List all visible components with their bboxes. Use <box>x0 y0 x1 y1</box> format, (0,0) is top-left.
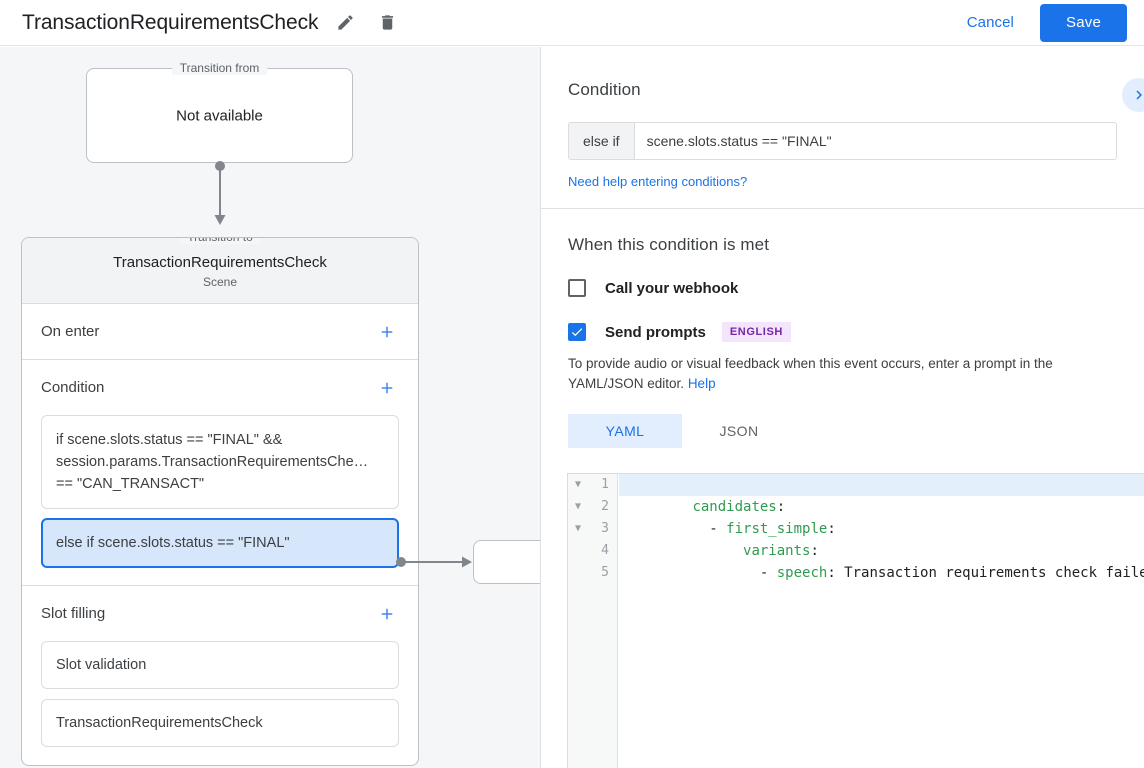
section-divider <box>541 208 1144 209</box>
pencil-icon[interactable] <box>330 8 360 38</box>
page-title: TransactionRequirementsCheck <box>22 10 319 34</box>
slot-filling-list: Slot validation TransactionRequirementsC… <box>41 641 399 765</box>
condition-connector-arrow-icon <box>462 556 472 568</box>
line-number: 4 <box>601 543 609 558</box>
fold-arrow-icon[interactable]: ▼ <box>575 501 582 512</box>
section-on-enter-label: On enter <box>41 323 100 340</box>
flow-canvas[interactable]: Transition from Not available Transition… <box>0 47 540 768</box>
code-colon: : <box>776 499 786 515</box>
condition-connector-line <box>404 561 462 563</box>
scene-card-header: TransactionRequirementsCheck Scene <box>22 238 418 304</box>
yaml-editor[interactable]: ▼ 1 ▼ 2 ▼ 3 4 5 candidates: - f <box>567 473 1144 768</box>
panel-divider-vertical <box>540 47 541 768</box>
code-line[interactable]: variants: <box>619 518 1144 559</box>
checkmark-icon <box>571 328 583 337</box>
code-indent <box>692 543 743 559</box>
line-number: 5 <box>601 565 609 580</box>
fold-arrow-icon[interactable]: ▼ <box>575 523 582 534</box>
code-value: Transaction requirements check failed <box>844 565 1144 581</box>
webhook-row[interactable]: Call your webhook <box>568 279 1117 297</box>
tab-yaml[interactable]: YAML <box>568 414 682 448</box>
editor-format-tabs: YAML JSON <box>568 414 1117 448</box>
condition-section: Condition else if scene.slots.status == … <box>541 47 1144 191</box>
condition-expression-input[interactable]: scene.slots.status == "FINAL" <box>646 133 832 149</box>
scene-subtitle: Scene <box>202 275 238 289</box>
code-dash: - <box>709 521 727 537</box>
editor-code-area[interactable]: candidates: - first_simple: variants: - … <box>619 474 1144 768</box>
section-on-enter-row: On enter <box>41 304 399 359</box>
send-prompts-help-link[interactable]: Help <box>687 376 716 391</box>
slot-list-item[interactable]: TransactionRequirementsCheck <box>41 699 399 747</box>
add-on-enter-icon[interactable] <box>375 320 399 344</box>
send-prompts-checkbox[interactable] <box>568 323 586 341</box>
section-slot-filling-label: Slot filling <box>41 605 106 622</box>
section-condition-row: Condition <box>41 360 399 415</box>
app-header: TransactionRequirementsCheck Cancel Save <box>0 0 1144 46</box>
gutter-line[interactable]: 5 <box>568 562 617 584</box>
send-prompts-row[interactable]: Send prompts ENGLISH <box>568 322 1117 342</box>
add-condition-icon[interactable] <box>375 376 399 400</box>
send-prompts-description-text: To provide audio or visual feedback when… <box>568 356 1053 391</box>
code-key: variants <box>743 543 811 559</box>
target-node-stub[interactable] <box>473 540 540 584</box>
line-number: 2 <box>601 499 609 514</box>
gutter-line[interactable]: ▼ 3 <box>568 518 617 540</box>
section-slot-filling: Slot filling Slot validation Transaction… <box>22 586 418 765</box>
call-webhook-label: Call your webhook <box>605 279 739 297</box>
code-colon: : <box>827 565 845 581</box>
chevron-right-icon[interactable] <box>1122 78 1144 112</box>
save-button[interactable]: Save <box>1040 3 1127 42</box>
send-prompts-description: To provide audio or visual feedback when… <box>568 354 1117 394</box>
send-prompts-label: Send prompts <box>605 323 706 341</box>
transition-from-box[interactable]: Transition from Not available <box>86 61 353 163</box>
code-colon: : <box>827 521 836 537</box>
code-colon: : <box>810 543 819 559</box>
code-key: candidates <box>692 499 777 515</box>
transition-from-text: Not available <box>176 107 263 124</box>
condition-input-group[interactable]: else if scene.slots.status == "FINAL" <box>568 122 1117 160</box>
transition-from-legend: Transition from <box>171 61 268 75</box>
connector-arrow-icon <box>214 215 226 225</box>
code-indent <box>692 565 759 581</box>
trash-icon[interactable] <box>372 8 402 38</box>
code-line[interactable]: - first_simple: <box>619 496 1144 537</box>
condition-list-item-selected[interactable]: else if scene.slots.status == "FINAL" <box>41 518 399 568</box>
transition-to-card[interactable]: Transition to TransactionRequirementsChe… <box>21 237 419 766</box>
code-indent <box>692 521 709 537</box>
code-line[interactable]: candidates: <box>619 474 1144 515</box>
code-key: first_simple <box>726 521 828 537</box>
section-slot-filling-row: Slot filling <box>41 586 399 641</box>
section-condition: Condition if scene.slots.status == "FINA… <box>22 360 418 586</box>
condition-help-link[interactable]: Need help entering conditions? <box>568 174 748 189</box>
gutter-line[interactable]: 4 <box>568 540 617 562</box>
add-slot-filling-icon[interactable] <box>375 602 399 626</box>
when-condition-met-heading: When this condition is met <box>568 235 770 254</box>
code-dash: - <box>759 565 777 581</box>
connector-line <box>219 166 221 220</box>
condition-connector-dot <box>396 557 406 567</box>
fold-arrow-icon[interactable]: ▼ <box>575 479 582 490</box>
condition-heading: Condition <box>568 80 641 99</box>
language-badge: ENGLISH <box>721 322 791 342</box>
call-webhook-checkbox[interactable] <box>568 279 586 297</box>
scene-title: TransactionRequirementsCheck <box>113 254 327 271</box>
line-number: 1 <box>601 477 609 492</box>
condition-operator-prefix: else if <box>569 123 635 159</box>
when-condition-met-section: When this condition is met Call your web… <box>541 209 1144 448</box>
slot-list-item[interactable]: Slot validation <box>41 641 399 689</box>
gutter-line[interactable]: ▼ 2 <box>568 496 617 518</box>
section-on-enter: On enter <box>22 304 418 360</box>
transition-to-legend: Transition to <box>179 238 261 244</box>
condition-list-item[interactable]: if scene.slots.status == "FINAL" && sess… <box>41 415 399 509</box>
editor-gutter: ▼ 1 ▼ 2 ▼ 3 4 5 <box>568 474 618 768</box>
cancel-button[interactable]: Cancel <box>953 6 1028 39</box>
code-key: speech <box>776 565 828 581</box>
tab-json[interactable]: JSON <box>719 423 759 439</box>
condition-list: if scene.slots.status == "FINAL" && sess… <box>41 415 399 585</box>
gutter-line[interactable]: ▼ 1 <box>568 474 617 496</box>
line-number: 3 <box>601 521 609 536</box>
section-condition-label: Condition <box>41 379 105 396</box>
code-line[interactable]: - speech: Transaction requirements check… <box>619 540 1144 581</box>
